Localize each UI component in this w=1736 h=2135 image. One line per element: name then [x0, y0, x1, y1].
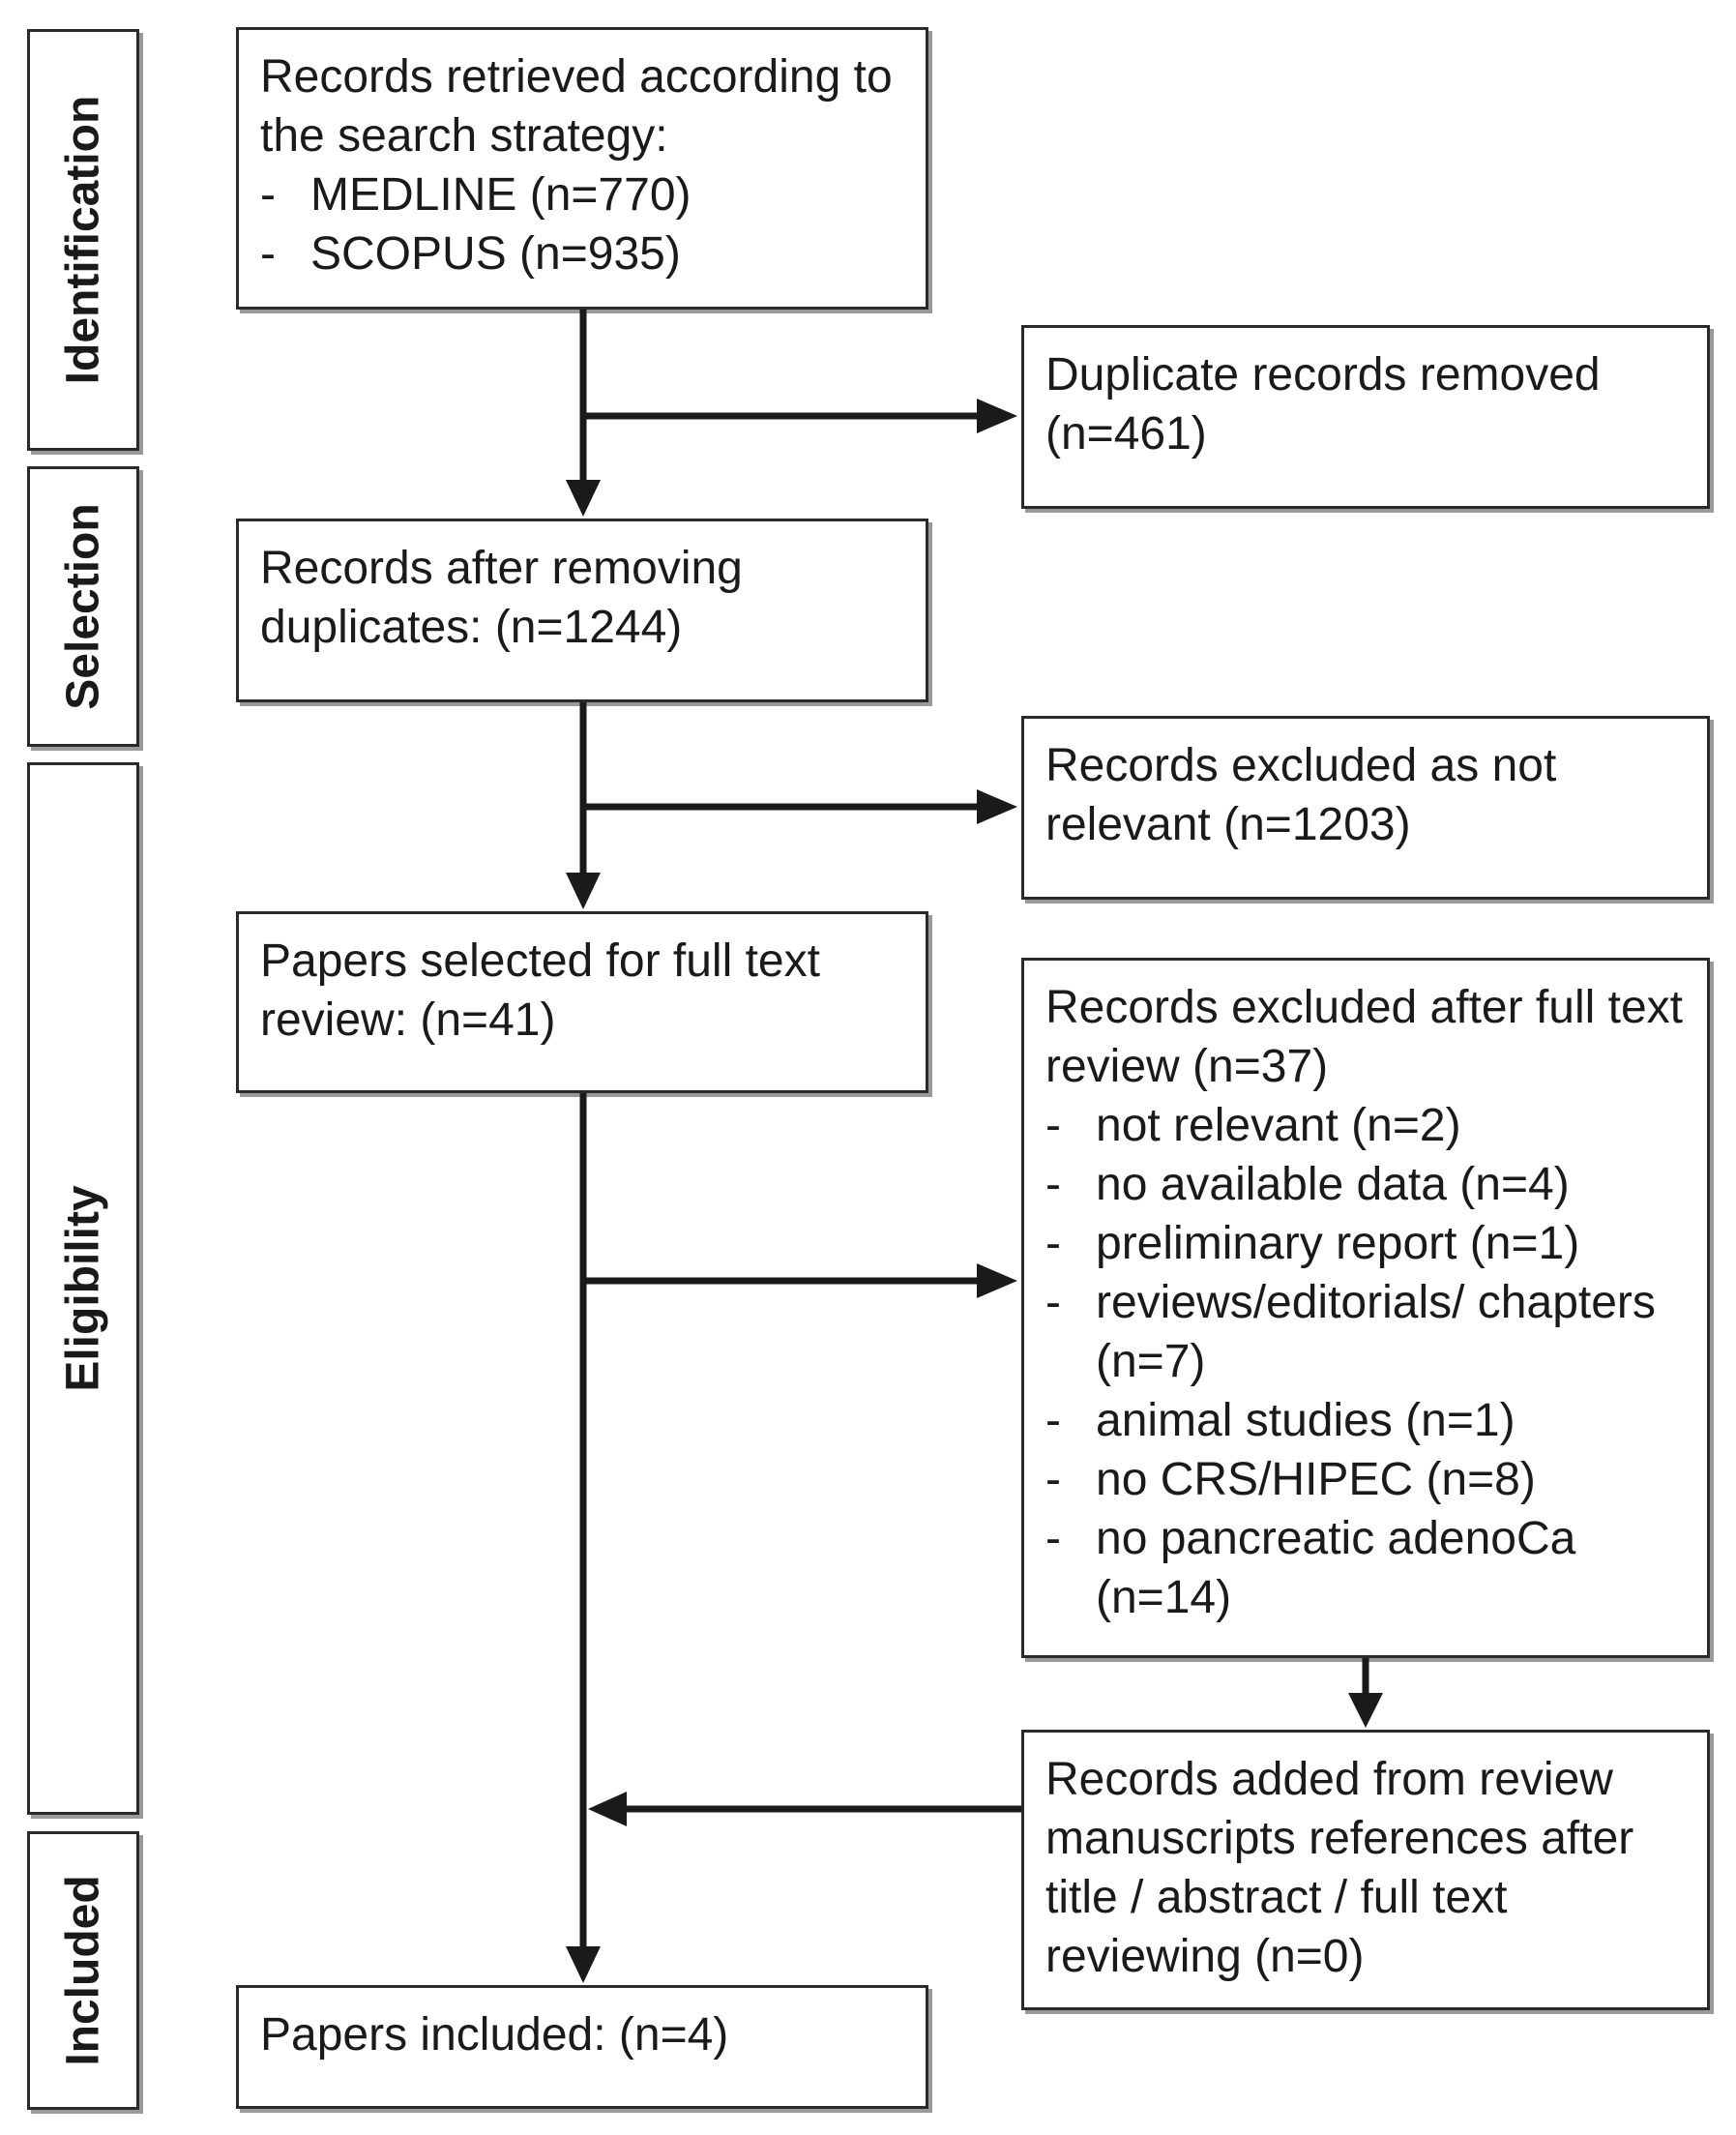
list-item: - MEDLINE (n=770) — [260, 165, 904, 224]
phase-included: Included — [27, 1831, 139, 2110]
excluded-full-text-text: Records excluded after full text review … — [1045, 982, 1683, 1092]
list-dash: - — [260, 228, 276, 280]
list-item-text: not relevant (n=2) — [1096, 1100, 1461, 1151]
list-dash: - — [1045, 1513, 1061, 1564]
phase-identification: Identification — [27, 29, 139, 451]
list-dash: - — [1045, 1395, 1061, 1446]
full-text-selected-box: Papers selected for full text review: (n… — [236, 911, 928, 1093]
list-dash: - — [1045, 1454, 1061, 1505]
list-item-text: MEDLINE (n=770) — [310, 169, 691, 221]
arrowhead-down — [566, 873, 601, 909]
records-after-removing-text: Records after removing duplicates: (n=12… — [260, 543, 743, 653]
list-item: - animal studies (n=1) — [1045, 1391, 1686, 1450]
arrowhead-right — [977, 1263, 1017, 1298]
duplicates-removed-text: Duplicate records removed (n=461) — [1045, 349, 1601, 460]
papers-included-box: Papers included: (n=4) — [236, 1985, 928, 2109]
list-item-text: no available data (n=4) — [1096, 1159, 1570, 1210]
list-item: - SCOPUS (n=935) — [260, 224, 904, 283]
list-dash: - — [1045, 1159, 1061, 1210]
records-after-removing-box: Records after removing duplicates: (n=12… — [236, 519, 928, 702]
list-item-text: SCOPUS (n=935) — [310, 228, 681, 280]
list-item: - no CRS/HIPEC (n=8) — [1045, 1450, 1686, 1509]
duplicates-removed-box: Duplicate records removed (n=461) — [1021, 325, 1710, 509]
list-item-text: animal studies (n=1) — [1096, 1395, 1515, 1446]
list-item: - no available data (n=4) — [1045, 1155, 1686, 1214]
excluded-not-relevant-text: Records excluded as not relevant (n=1203… — [1045, 740, 1557, 850]
list-item: - no pancreatic adenoCa (n=14) — [1045, 1509, 1686, 1627]
list-item: - reviews/editorials/ chapters (n=7) — [1045, 1273, 1686, 1391]
excluded-full-text-box: Records excluded after full text review … — [1021, 958, 1710, 1658]
arrowhead-down — [1348, 1693, 1383, 1728]
arrowhead-down — [566, 480, 601, 517]
list-item-text: no pancreatic adenoCa (n=14) — [1096, 1513, 1576, 1623]
arrowhead-right — [977, 789, 1017, 824]
arrowhead-down — [566, 1946, 601, 1983]
list-dash: - — [1045, 1100, 1061, 1151]
list-item: - preliminary report (n=1) — [1045, 1214, 1686, 1273]
list-item-text: no CRS/HIPEC (n=8) — [1096, 1454, 1536, 1505]
full-text-selected-text: Papers selected for full text review: (n… — [260, 935, 820, 1046]
excluded-not-relevant-box: Records excluded as not relevant (n=1203… — [1021, 716, 1710, 900]
arrowhead-right — [977, 399, 1017, 433]
records-added-box: Records added from review manuscripts re… — [1021, 1730, 1710, 2010]
list-item-text: preliminary report (n=1) — [1096, 1218, 1580, 1269]
list-item-text: reviews/editorials/ chapters (n=7) — [1096, 1277, 1656, 1387]
records-added-text: Records added from review manuscripts re… — [1045, 1754, 1634, 1982]
list-dash: - — [1045, 1218, 1061, 1269]
records-retrieved-box: Records retrieved according to the searc… — [236, 27, 928, 310]
list-dash: - — [1045, 1277, 1061, 1328]
phase-eligibility: Eligibility — [27, 762, 139, 1815]
list-dash: - — [260, 169, 276, 221]
records-retrieved-text: Records retrieved according to the searc… — [260, 51, 893, 162]
phase-selection: Selection — [27, 466, 139, 747]
arrowhead-left — [588, 1792, 627, 1826]
papers-included-text: Papers included: (n=4) — [260, 2009, 729, 2061]
list-item: - not relevant (n=2) — [1045, 1096, 1686, 1155]
